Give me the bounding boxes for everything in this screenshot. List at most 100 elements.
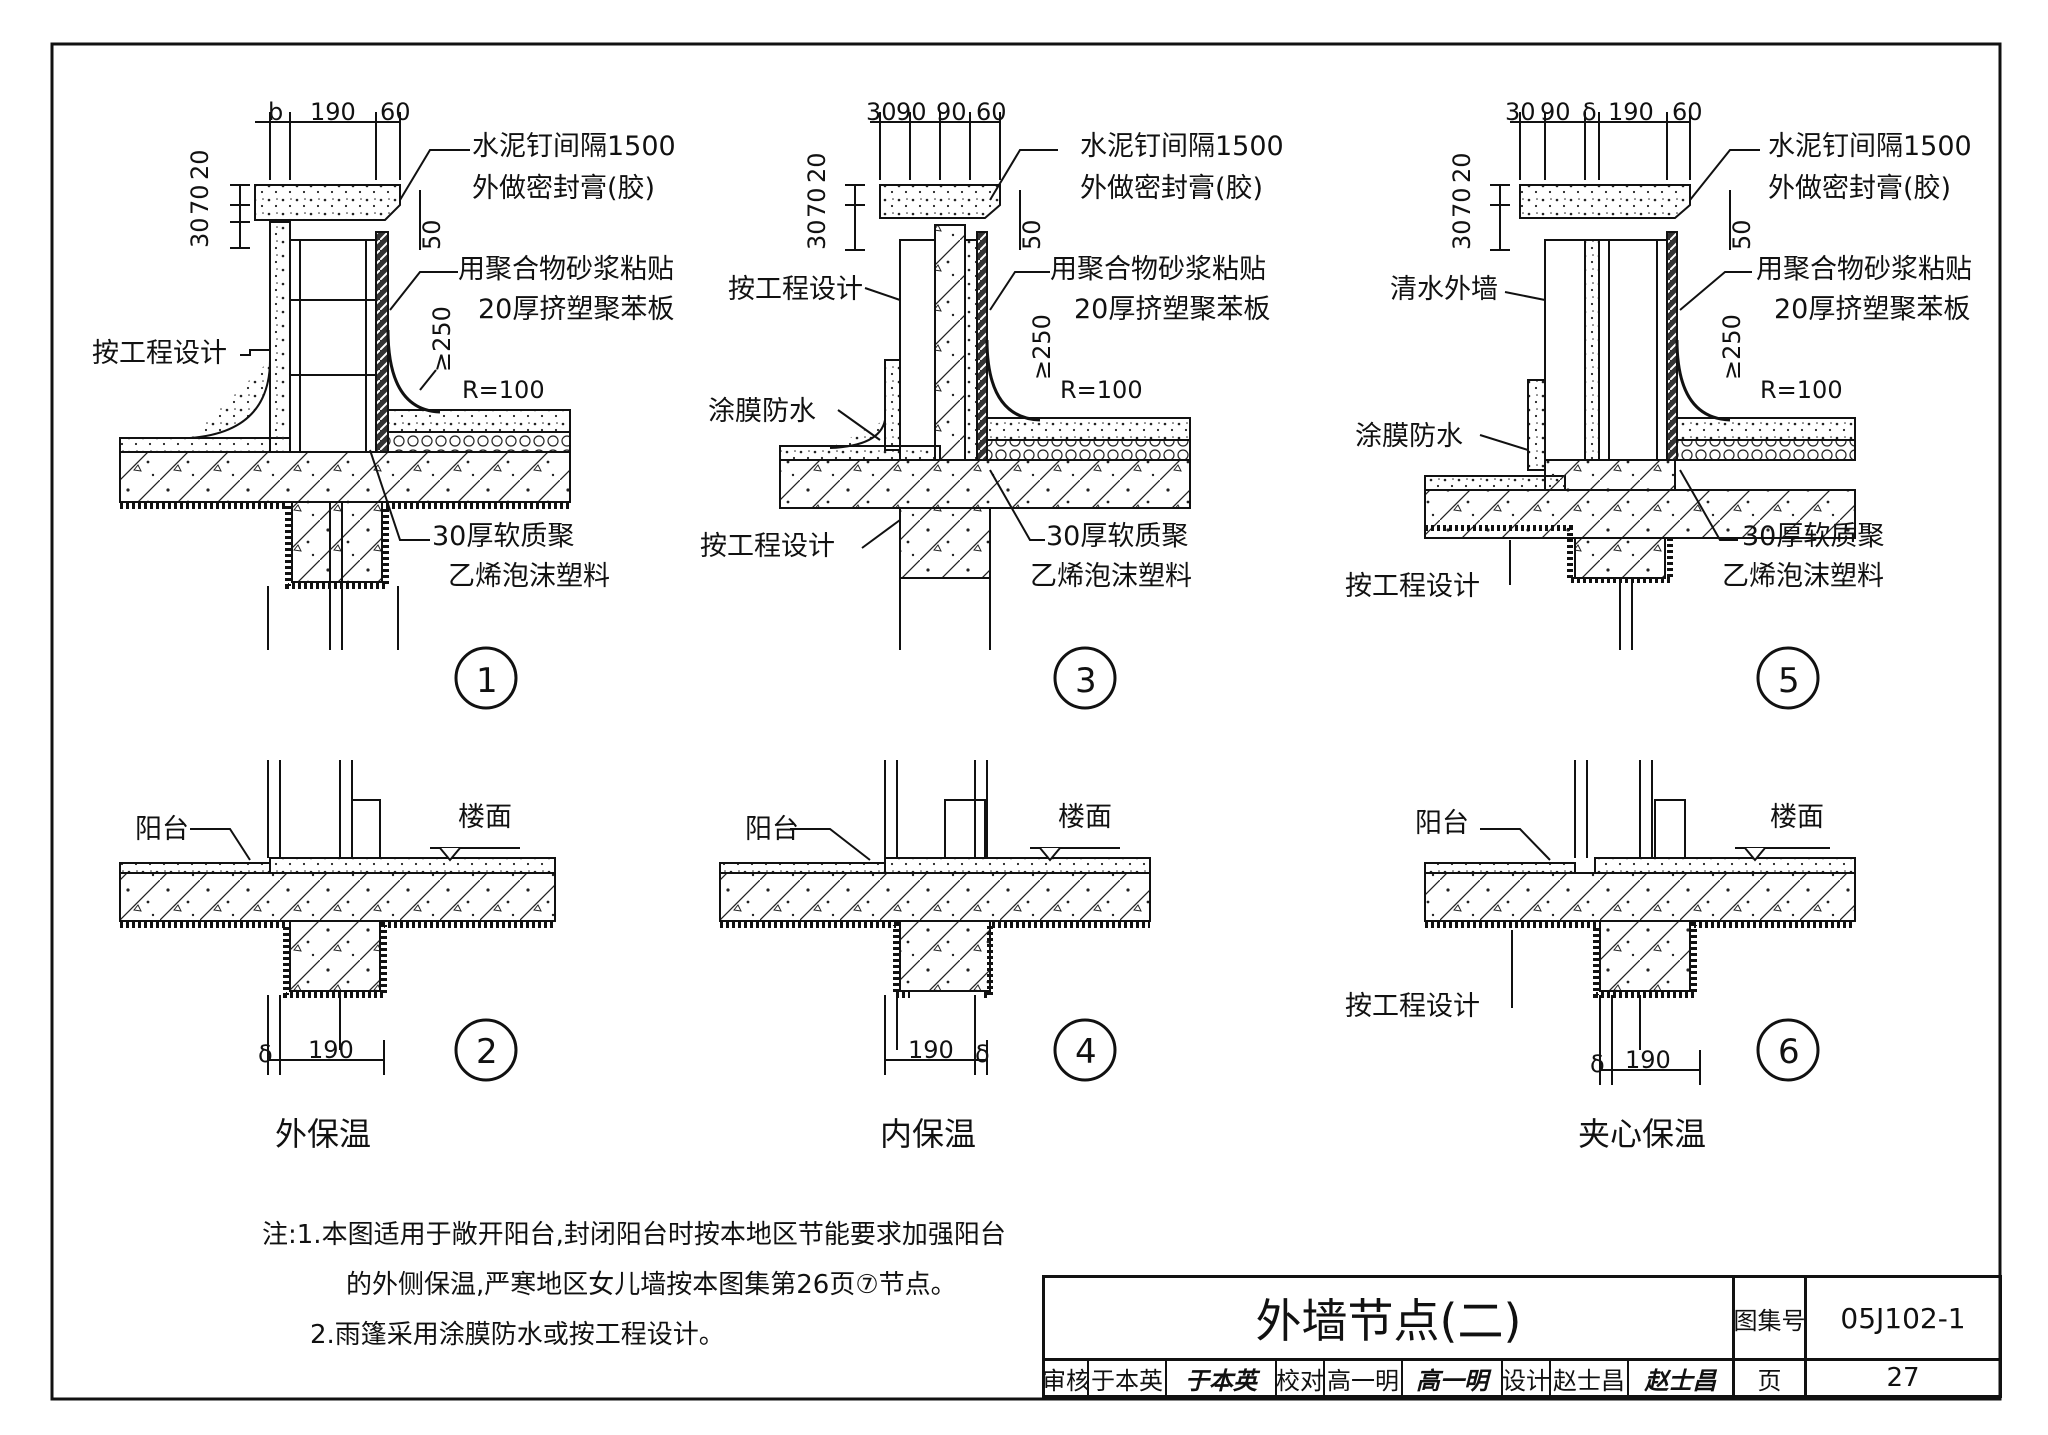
d5-label-board2: 20厚挤塑聚苯板 xyxy=(1774,294,1970,325)
d5-label-board1: 用聚合物砂浆粘贴 xyxy=(1756,254,1972,285)
d3-dim-90a: 90 xyxy=(896,98,927,126)
caption-inner: 内保温 xyxy=(880,1115,976,1153)
note-line-2: 的外侧保温,严寒地区女儿墙按本图集第26页⑦节点。 xyxy=(346,1270,957,1300)
d5-dim-60: 60 xyxy=(1672,98,1703,126)
d3-label-board2: 20厚挤塑聚苯板 xyxy=(1074,294,1270,325)
d3-dim-side-70: 70 xyxy=(803,187,831,218)
d1-dim-20: 20 xyxy=(186,149,214,180)
d3-dim-50: 50 xyxy=(1018,219,1046,250)
d4-dim-190: 190 xyxy=(908,1036,954,1064)
caption-outer: 外保温 xyxy=(275,1115,371,1153)
d5-dim-delta: δ xyxy=(1582,98,1597,126)
review-name: 于本英 xyxy=(1089,1361,1167,1395)
d1-label-board2: 20厚挤塑聚苯板 xyxy=(478,294,674,325)
d1-dim-30: 30 xyxy=(186,217,214,248)
d1-label-250: ≥250 xyxy=(428,306,456,372)
d1-dim-b: b xyxy=(268,98,283,126)
d3-label-foam2: 乙烯泡沫塑料 xyxy=(1030,561,1192,592)
d5-label-nail: 水泥钉间隔1500 xyxy=(1768,131,1972,162)
d6-dim-delta: δ xyxy=(1590,1050,1605,1078)
d4-number: 4 xyxy=(1075,1032,1097,1072)
d5-dim-190: 190 xyxy=(1608,98,1654,126)
d3-dim-side-20: 20 xyxy=(803,152,831,183)
d6-label-balcony: 阳台 xyxy=(1415,808,1469,839)
design-label: 设计 xyxy=(1502,1361,1551,1395)
d1-label-seal: 外做密封膏(胶) xyxy=(472,173,655,204)
d3-number: 3 xyxy=(1075,661,1097,701)
drawing-title: 外墙节点(二) xyxy=(1045,1278,1735,1361)
atlas-value: 05J102-1 xyxy=(1807,1278,1999,1361)
page-value: 27 xyxy=(1886,1363,1920,1393)
d5-dim-side-30: 30 xyxy=(1448,219,1476,250)
detail-3 xyxy=(779,112,1191,710)
design-name: 赵士昌 xyxy=(1551,1361,1629,1395)
note-line-3: 2.雨篷采用涂膜防水或按工程设计。 xyxy=(310,1320,725,1350)
detail-4 xyxy=(719,760,1151,1082)
d4-label-balcony: 阳台 xyxy=(745,814,799,845)
d5-dim-side-20: 20 xyxy=(1448,152,1476,183)
sheet-border xyxy=(50,42,2002,1401)
d3-label-design-top: 按工程设计 xyxy=(728,274,863,305)
d5-dim-50: 50 xyxy=(1728,219,1756,250)
d5-dim-30: 30 xyxy=(1505,98,1536,126)
page-label: 页 xyxy=(1735,1361,1807,1395)
d2-dim-190: 190 xyxy=(308,1036,354,1064)
detail-6-text: 阳台 楼面 按工程设计 δ 190 6 xyxy=(1345,802,1824,1078)
detail-1-text: b 190 60 30 70 20 50 水泥钉间隔1500 外做密封膏(胶) … xyxy=(92,98,676,701)
d5-label-coat: 涂膜防水 xyxy=(1355,421,1463,452)
d5-label-design: 按工程设计 xyxy=(1345,571,1480,602)
d2-dim-delta: δ xyxy=(258,1040,273,1068)
d3-label-r: R=100 xyxy=(1060,376,1143,404)
d1-label-foam2: 乙烯泡沫塑料 xyxy=(448,561,610,592)
d5-dim-side-70: 70 xyxy=(1448,187,1476,218)
d5-label-250: ≥250 xyxy=(1718,314,1746,380)
d5-label-foam1: 30厚软质聚 xyxy=(1742,521,1884,552)
d1-number: 1 xyxy=(476,661,498,701)
d5-label-seal: 外做密封膏(胶) xyxy=(1768,173,1951,204)
d1-dim-70: 70 xyxy=(186,184,214,215)
d3-label-250: ≥250 xyxy=(1028,314,1056,380)
d4-label-floor: 楼面 xyxy=(1058,802,1112,833)
caption-sandwich: 夹心保温 xyxy=(1578,1115,1706,1153)
d5-dim-90: 90 xyxy=(1540,98,1571,126)
check-name: 高一明 xyxy=(1325,1361,1403,1395)
detail-6 xyxy=(1424,760,1856,1085)
d6-dim-190: 190 xyxy=(1625,1046,1671,1074)
d3-label-design-bottom: 按工程设计 xyxy=(700,531,835,562)
d6-label-floor: 楼面 xyxy=(1770,802,1824,833)
d6-label-design: 按工程设计 xyxy=(1345,991,1480,1022)
d3-label-coat: 涂膜防水 xyxy=(708,396,816,427)
review-label: 审核 xyxy=(1042,1361,1090,1395)
detail-5 xyxy=(1424,112,1856,710)
detail-1 xyxy=(119,112,571,710)
d1-dim-190: 190 xyxy=(310,98,356,126)
d1-dim-60: 60 xyxy=(380,98,411,126)
d1-label-foam1: 30厚软质聚 xyxy=(432,521,574,552)
check-label: 校对 xyxy=(1276,1361,1325,1395)
d3-label-foam1: 30厚软质聚 xyxy=(1046,521,1188,552)
d1-label-nail: 水泥钉间隔1500 xyxy=(472,131,676,162)
d1-label-design: 按工程设计 xyxy=(92,338,227,369)
design-signature: 赵士昌 xyxy=(1629,1361,1735,1395)
d3-dim-side-30: 30 xyxy=(803,219,831,250)
detail-3-text: 30 90 90 60 30 70 20 50 水泥钉间隔1500 外做密封膏(… xyxy=(700,98,1284,701)
d3-label-seal: 外做密封膏(胶) xyxy=(1080,173,1263,204)
detail-4-text: 阳台 楼面 190 δ 4 xyxy=(745,802,1112,1072)
d3-dim-30: 30 xyxy=(866,98,897,126)
atlas-label: 图集号 xyxy=(1734,1278,1807,1361)
d3-label-nail: 水泥钉间隔1500 xyxy=(1080,131,1284,162)
d1-label-board1: 用聚合物砂浆粘贴 xyxy=(458,254,674,285)
d3-label-board1: 用聚合物砂浆粘贴 xyxy=(1050,254,1266,285)
d6-number: 6 xyxy=(1778,1032,1800,1072)
detail-2 xyxy=(119,760,556,1082)
d3-dim-90b: 90 xyxy=(936,98,967,126)
review-signature: 于本英 xyxy=(1167,1361,1277,1395)
detail-5-text: 30 90 δ 190 60 30 70 20 50 水泥钉间隔1500 外做密… xyxy=(1345,98,1972,701)
d2-label-balcony: 阳台 xyxy=(135,814,189,845)
title-block: 外墙节点(二) 图集号 05J102-1 审核 于本英 于本英 校对 高一明 高… xyxy=(1042,1275,2002,1398)
d5-label-clear: 清水外墙 xyxy=(1390,274,1498,305)
d3-dim-60: 60 xyxy=(976,98,1007,126)
d2-number: 2 xyxy=(476,1032,498,1072)
d5-label-r: R=100 xyxy=(1760,376,1843,404)
